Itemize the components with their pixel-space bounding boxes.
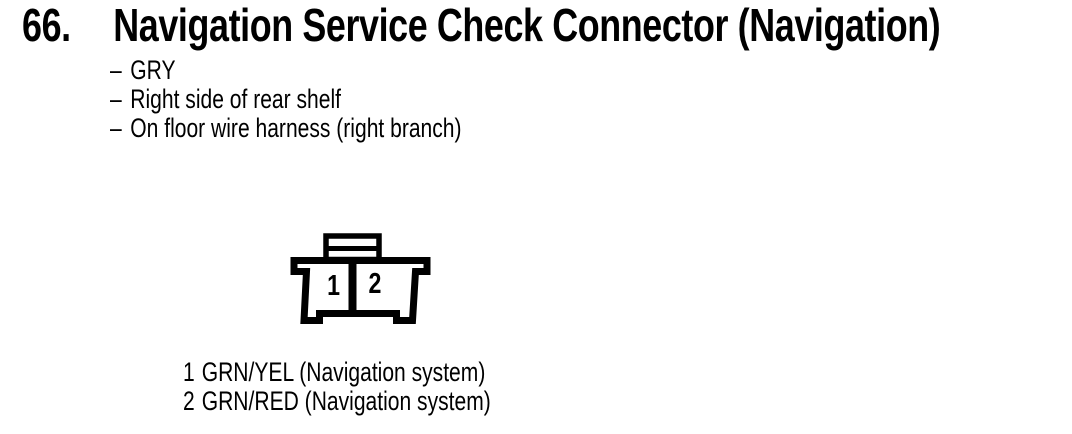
legend-row: 1 GRN/YEL (Navigation system) xyxy=(183,358,491,387)
connector-details-list: – GRY – Right side of rear shelf – On fl… xyxy=(110,56,462,143)
section-heading: 66. Navigation Service Check Connector (… xyxy=(22,0,941,51)
bullet-dash: – xyxy=(110,55,122,85)
list-item: – Right side of rear shelf xyxy=(110,85,462,114)
legend-pin-number: 1 xyxy=(183,357,195,387)
detail-location: Right side of rear shelf xyxy=(130,84,341,114)
pin-1-label: 1 xyxy=(327,268,340,301)
legend-pin-number: 2 xyxy=(183,386,195,416)
bullet-dash: – xyxy=(110,84,122,114)
connector-body xyxy=(290,257,431,324)
connector-diagram: 1 2 xyxy=(288,231,434,329)
detail-harness: On floor wire harness (right branch) xyxy=(130,113,462,143)
list-item: – GRY xyxy=(110,56,462,85)
pin-legend: 1 GRN/YEL (Navigation system) 2 GRN/RED … xyxy=(183,358,491,416)
legend-wire-label: GRN/YEL (Navigation system) xyxy=(201,357,486,387)
connector-latch xyxy=(323,233,382,263)
legend-row: 2 GRN/RED (Navigation system) xyxy=(183,387,491,416)
pin-2-label: 2 xyxy=(369,266,382,299)
legend-wire-label: GRN/RED (Navigation system) xyxy=(201,386,491,416)
detail-color: GRY xyxy=(130,55,176,85)
section-number: 66. xyxy=(22,0,71,51)
page-title: Navigation Service Check Connector (Navi… xyxy=(113,0,941,51)
bullet-dash: – xyxy=(110,113,122,143)
connector-drawing: 1 2 xyxy=(290,233,431,324)
list-item: – On floor wire harness (right branch) xyxy=(110,114,462,143)
